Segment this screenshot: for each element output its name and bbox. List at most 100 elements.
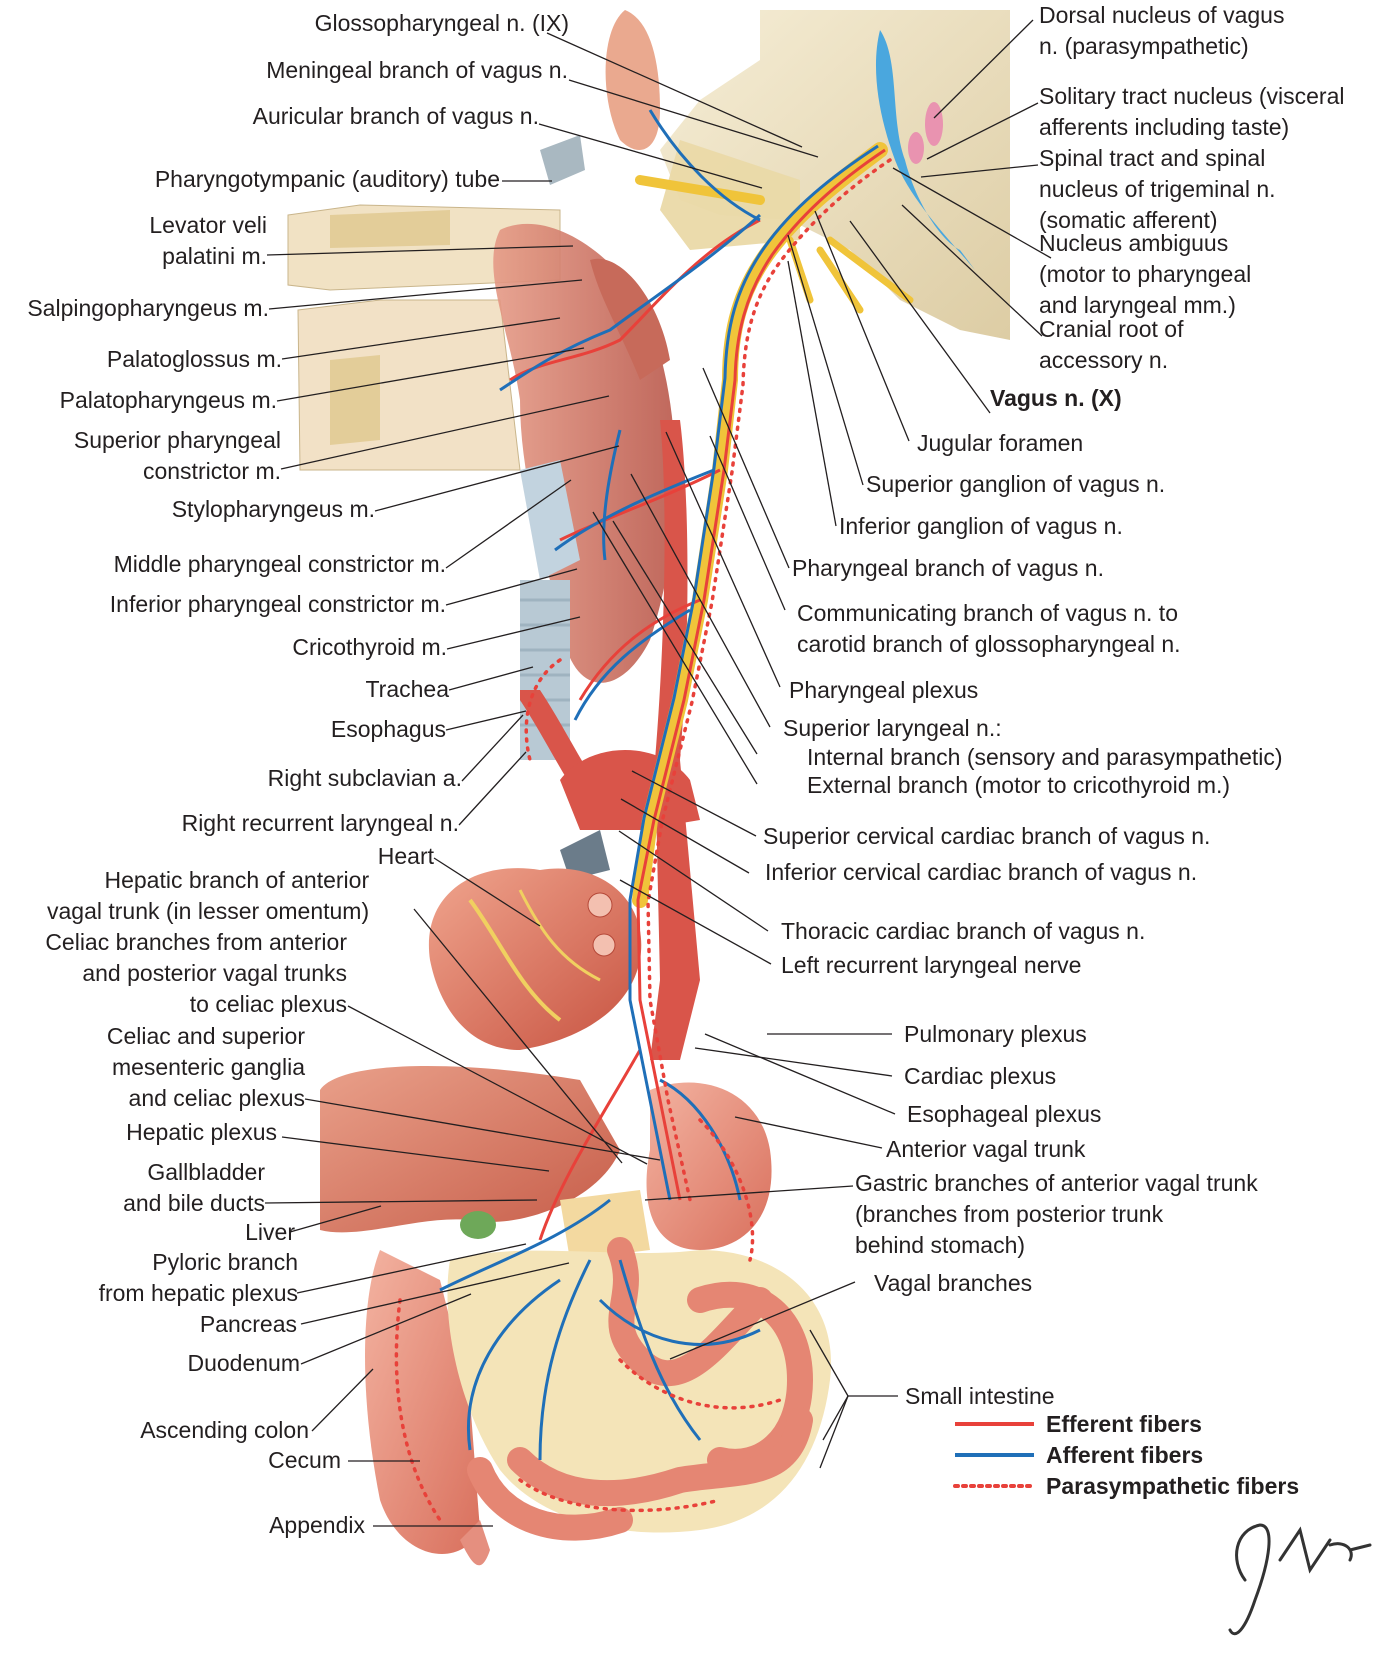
label-line: (branches from posterior trunk — [855, 1201, 1164, 1227]
label-small-intestine: Small intestine — [905, 1381, 1055, 1412]
solitary-nucleus-shape — [925, 102, 943, 146]
brainstem-nucleus-shape — [875, 30, 975, 270]
label-duodenum: Duodenum — [187, 1348, 300, 1379]
label-line: vagal trunk (in lesser omentum) — [47, 898, 370, 924]
label-line: n. (parasympathetic) — [1039, 33, 1249, 59]
label-celiac-branches: Celiac branches from anterior and poster… — [45, 927, 347, 1020]
label-right-subclavian: Right subclavian a. — [268, 763, 462, 794]
label-superior-laryngeal: Superior laryngeal n.: — [783, 713, 1002, 744]
label-inferior-cervical-cardiac: Inferior cervical cardiac branch of vagu… — [765, 857, 1197, 888]
label-ascending-colon: Ascending colon — [140, 1415, 309, 1446]
label-pharyngeal-plexus: Pharyngeal plexus — [789, 675, 978, 706]
label-trachea: Trachea — [365, 674, 449, 705]
label-line: Vagus n. (X) — [990, 385, 1122, 411]
leader-lines-right — [592, 19, 1052, 1469]
label-vagus-nerve: Vagus n. (X) — [990, 383, 1122, 414]
label-line: from hepatic plexus — [98, 1280, 298, 1306]
label-liver: Liver — [245, 1217, 295, 1248]
label-gastric-branches: Gastric branches of anterior vagal trunk… — [855, 1168, 1258, 1261]
gallbladder-shape — [460, 1211, 496, 1239]
pharyngeal-muscles — [493, 223, 676, 760]
legend-parasympathetic-label: Parasympathetic fibers — [1046, 1473, 1300, 1499]
label-glossopharyngeal: Glossopharyngeal n. (IX) — [315, 8, 569, 39]
label-line: Anterior vagal trunk — [886, 1136, 1086, 1162]
label-line: Celiac branches from anterior — [45, 929, 347, 955]
label-stylopharyngeus: Stylopharyngeus m. — [172, 494, 375, 525]
label-line: nucleus of trigeminal n. — [1039, 176, 1276, 202]
label-line: Heart — [377, 843, 434, 869]
label-line: Glossopharyngeal n. (IX) — [314, 10, 569, 36]
label-line: Internal branch (sensory and parasympath… — [807, 744, 1283, 770]
label-line: Duodenum — [187, 1350, 300, 1376]
label-nucleus-ambiguus: Nucleus ambiguus (motor to pharyngeal an… — [1039, 228, 1251, 321]
label-cardiac-plexus: Cardiac plexus — [904, 1061, 1056, 1092]
label-line: mesenteric ganglia — [111, 1054, 305, 1080]
label-line: constrictor m. — [142, 458, 281, 484]
afferent-fibers — [439, 109, 879, 1461]
label-line: Pharyngotympanic (auditory) tube — [154, 166, 500, 192]
label-line: Inferior ganglion of vagus n. — [839, 513, 1123, 539]
legend-afferent-label: Afferent fibers — [1046, 1442, 1204, 1468]
label-line: Gallbladder — [147, 1159, 265, 1185]
label-appendix: Appendix — [269, 1510, 365, 1541]
label-palatoglossus: Palatoglossus m. — [107, 344, 282, 375]
label-cecum: Cecum — [268, 1445, 341, 1476]
label-line: Small intestine — [905, 1383, 1055, 1409]
label-line: Celiac and superior — [106, 1023, 305, 1049]
label-line: (somatic afferent) — [1039, 207, 1218, 233]
label-line: Ascending colon — [140, 1417, 309, 1443]
label-line: Esophagus — [330, 716, 446, 742]
label-line: Meningeal branch of vagus n. — [266, 57, 568, 83]
label-line: Solitary tract nucleus (visceral — [1039, 83, 1345, 109]
label-line: Pharyngeal branch of vagus n. — [792, 555, 1104, 581]
label-line: Pancreas — [199, 1311, 297, 1337]
intestines — [365, 1237, 832, 1566]
label-levator-veli: Levator veli palatini m. — [149, 210, 267, 272]
artist-signature — [1228, 1523, 1372, 1636]
label-line: Nucleus ambiguus — [1039, 230, 1229, 256]
label-salpingopharyngeus: Salpingopharyngeus m. — [27, 293, 269, 324]
label-line: Inferior pharyngeal constrictor m. — [109, 591, 446, 617]
label-middle-pharyngeal-constrictor: Middle pharyngeal constrictor m. — [114, 549, 446, 580]
label-auricular-branch: Auricular branch of vagus n. — [253, 101, 539, 132]
label-internal-branch: Internal branch (sensory and parasympath… — [807, 742, 1283, 773]
parasympathetic-fibers — [394, 158, 892, 1522]
label-line: Pulmonary plexus — [904, 1021, 1087, 1047]
label-pulmonary-plexus: Pulmonary plexus — [904, 1019, 1087, 1050]
label-line: and bile ducts — [123, 1190, 265, 1216]
label-line: Superior laryngeal n.: — [783, 715, 1002, 741]
label-line: External branch (motor to cricothyroid m… — [807, 772, 1231, 798]
label-pharyngeal-branch: Pharyngeal branch of vagus n. — [792, 553, 1104, 584]
label-inferior-ganglion: Inferior ganglion of vagus n. — [839, 511, 1123, 542]
label-line: Appendix — [269, 1512, 365, 1538]
label-line: Hepatic plexus — [126, 1119, 277, 1145]
liver-shape — [320, 1066, 620, 1233]
label-line: Spinal tract and spinal — [1039, 145, 1266, 171]
label-line: accessory n. — [1039, 347, 1169, 373]
label-line: Middle pharyngeal constrictor m. — [113, 551, 446, 577]
label-left-recurrent-laryngeal: Left recurrent laryngeal nerve — [781, 950, 1081, 981]
label-line: (motor to pharyngeal — [1039, 261, 1252, 287]
label-line: Communicating branch of vagus n. to — [797, 600, 1178, 626]
jaw-bones — [287, 135, 585, 471]
vagus-nerve-trunk — [632, 142, 914, 908]
label-cranial-root: Cranial root of accessory n. — [1039, 314, 1183, 376]
label-cricothyroid: Cricothyroid m. — [292, 632, 447, 663]
label-line: to celiac plexus — [189, 991, 347, 1017]
label-spinal-tract: Spinal tract and spinal nucleus of trige… — [1039, 143, 1276, 236]
label-line: carotid branch of glossopharyngeal n. — [797, 631, 1181, 657]
label-line: behind stomach) — [855, 1232, 1026, 1258]
label-hepatic-branch: Hepatic branch of anterior vagal trunk (… — [47, 865, 369, 927]
label-anterior-vagal-trunk: Anterior vagal trunk — [886, 1134, 1085, 1165]
label-communicating-branch: Communicating branch of vagus n. to caro… — [797, 598, 1181, 660]
label-line: Inferior cervical cardiac branch of vagu… — [765, 859, 1198, 885]
label-celiac-ganglia: Celiac and superior mesenteric ganglia a… — [107, 1021, 305, 1114]
auricle-shape — [605, 10, 660, 150]
label-line: and laryngeal mm.) — [1039, 292, 1236, 318]
leader-lines-left — [264, 32, 819, 1527]
label-line: and posterior vagal trunks — [82, 960, 347, 986]
label-line: Dorsal nucleus of vagus — [1039, 2, 1285, 28]
legend-efferent-label: Efferent fibers — [1046, 1411, 1202, 1437]
label-gallbladder: Gallbladder and bile ducts — [123, 1157, 265, 1219]
